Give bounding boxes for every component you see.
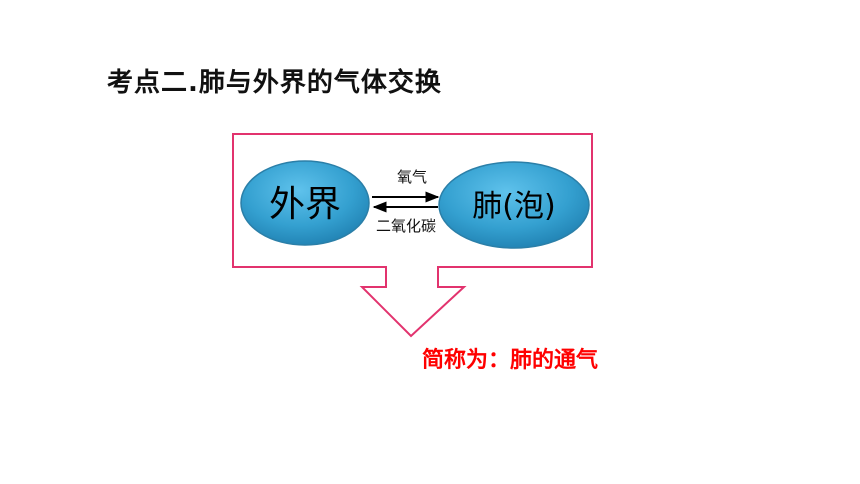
co2-label: 二氧化碳 — [376, 217, 436, 235]
lung-ellipse — [438, 161, 590, 249]
outside-label: 外界 — [269, 184, 341, 225]
page-title: 考点二.肺与外界的气体交换 — [107, 68, 442, 98]
outside-ellipse — [240, 160, 370, 246]
summary-text: 简称为：肺的通气 — [422, 348, 599, 373]
oxygen-label: 氧气 — [397, 168, 427, 186]
lung-label: 肺(泡) — [472, 189, 555, 224]
